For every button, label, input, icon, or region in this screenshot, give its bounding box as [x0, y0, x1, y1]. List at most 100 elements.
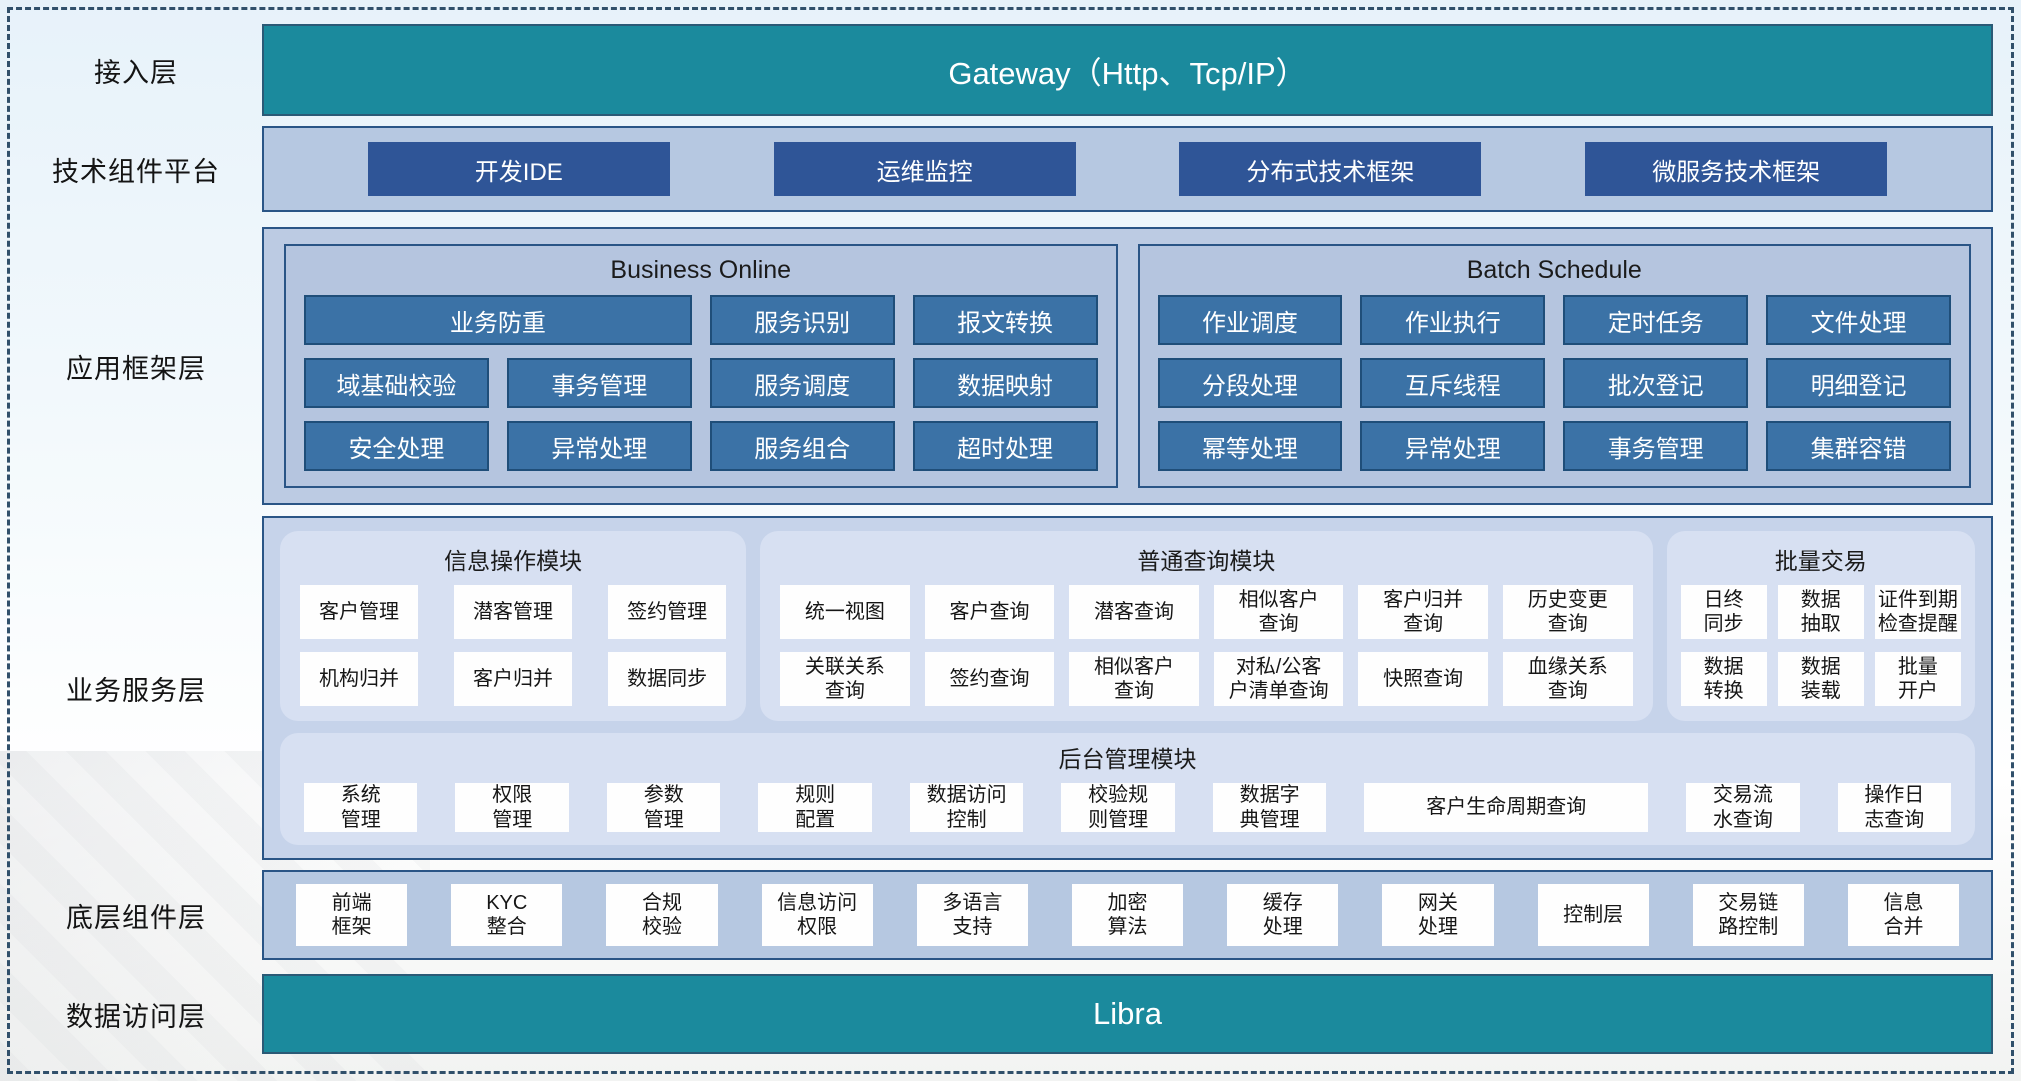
component-block: 交易链 路控制: [1692, 884, 1804, 946]
batch-schedule-grid: 作业调度 作业执行 定时任务 文件处理 分段处理 互斥线程: [1157, 295, 1951, 471]
gateway-bar: Gateway（Http、Tcp/IP）: [262, 24, 1993, 116]
framework-capability-block: 文件处理: [1766, 295, 1951, 345]
business-online-grid: 业务防重 服务识别 报文转换 域基础校验 事务管理 服务调度: [304, 295, 1098, 471]
service-block: 客户归并: [454, 652, 573, 706]
info-operation-title: 信息操作模块: [444, 548, 583, 574]
framework-capability-block: 服务识别: [709, 295, 895, 345]
framework-capability-block: 批次登记: [1563, 358, 1749, 408]
component-block: 信息访问 权限: [761, 884, 873, 946]
common-query-title: 普通查询模块: [1137, 548, 1276, 574]
batch-trade-grid: 日终 同步 数据 抽取 证件到期 检查提醒 数据 转换 数据 装载: [1680, 585, 1961, 706]
layer-row-data-access: 数据访问层 Libra: [10, 974, 1993, 1054]
component-block: 前端 框架: [296, 884, 408, 946]
admin-module: 后台管理模块 系统 管理 权限 管理 参数 管理 规则 配置: [280, 733, 1975, 845]
service-block: 快照查询: [1358, 652, 1488, 706]
tech-component-block: 分布式技术框架: [1179, 142, 1482, 196]
common-query-module: 普通查询模块 统一视图 客户查询 潜客查询 相似客户 查询: [760, 531, 1653, 721]
tech-platform-panel: 开发IDE 运维监控 分布式技术框架 微服务技术框架: [262, 126, 1993, 212]
service-block: 客户归并 查询: [1358, 585, 1488, 639]
framework-capability-block: 业务防重: [304, 295, 692, 345]
component-block: 合规 校验: [606, 884, 718, 946]
service-block: 参数 管理: [606, 783, 721, 832]
business-service-modules: 信息操作模块 客户管理 潜客管理 签约管理 机构归并: [280, 531, 1975, 721]
layer-label-access: 接入层: [94, 57, 178, 88]
service-block: 机构归并: [300, 652, 419, 706]
service-block: 校验规 则管理: [1061, 783, 1175, 832]
service-block: 数据访问 控制: [909, 783, 1024, 832]
framework-capability-block: 安全处理: [304, 421, 489, 471]
service-block: 数据 抽取: [1777, 585, 1864, 639]
service-block: 规则 配置: [758, 783, 872, 832]
service-block: 签约查询: [924, 652, 1055, 706]
component-block: 信息 合并: [1847, 884, 1960, 946]
framework-capability-block: 超时处理: [912, 421, 1098, 471]
framework-capability-block: 异常处理: [506, 421, 692, 471]
framework-capability-block: 数据映射: [912, 358, 1098, 408]
info-operation-module: 信息操作模块 客户管理 潜客管理 签约管理 机构归并: [280, 531, 747, 721]
service-block: 潜客管理: [454, 585, 573, 639]
app-framework-panel: Business Online 业务防重 服务识别 报文转换 域基础校验: [262, 227, 1993, 505]
component-block: 控制层: [1537, 884, 1649, 946]
component-block: 加密 算法: [1071, 884, 1184, 946]
service-block: 数据 转换: [1680, 652, 1767, 706]
framework-capability-block: 定时任务: [1563, 295, 1749, 345]
dashed-border-frame: 接入层 Gateway（Http、Tcp/IP） 技术组件平台 开发IDE 运维…: [7, 7, 2014, 1074]
admin-module-title: 后台管理模块: [1058, 746, 1197, 772]
framework-capability-block: 服务组合: [709, 421, 895, 471]
business-online-title: Business Online: [610, 256, 792, 284]
layer-row-tech-platform: 技术组件平台 开发IDE 运维监控 分布式技术框架 微服务技术框架: [10, 126, 1993, 212]
framework-capability-block: 事务管理: [506, 358, 692, 408]
component-block: 多语言 支持: [916, 884, 1028, 946]
framework-capability-block: 作业调度: [1157, 295, 1343, 345]
service-block: 权限 管理: [455, 783, 569, 832]
service-block: 相似客户 查询: [1213, 585, 1344, 639]
layer-label-tech-platform: 技术组件平台: [52, 156, 220, 187]
framework-capability-block: 异常处理: [1360, 421, 1546, 471]
service-block: 操作日 志查询: [1837, 783, 1952, 832]
framework-capability-block: 集群容错: [1766, 421, 1951, 471]
service-block: 统一视图: [780, 585, 910, 639]
layer-row-business-service: 业务服务层 信息操作模块 客户管理 潜客管理: [10, 516, 1993, 860]
info-operation-grid: 客户管理 潜客管理 签约管理 机构归并 客户归并: [300, 585, 727, 706]
service-block: 血缘关系 查询: [1502, 652, 1633, 706]
service-block: 对私/公客 户清单查询: [1213, 652, 1344, 706]
framework-capability-block: 事务管理: [1563, 421, 1749, 471]
component-block: KYC 整合: [451, 884, 563, 946]
service-block: 签约管理: [608, 585, 727, 639]
framework-capability-block: 幂等处理: [1157, 421, 1343, 471]
tech-component-block: 运维监控: [773, 142, 1076, 196]
layer-row-base-components: 底层组件层 前端 框架 KYC 整合 合规 校验 信息访问 权限 多语言 支持: [10, 870, 1993, 960]
framework-capability-block: 报文转换: [912, 295, 1098, 345]
service-block: 数据 装载: [1777, 652, 1864, 706]
component-block: 缓存 处理: [1227, 884, 1339, 946]
service-block: 批量 开户: [1874, 652, 1961, 706]
service-block: 客户查询: [924, 585, 1055, 639]
service-block: 日终 同步: [1680, 585, 1767, 639]
batch-schedule-panel: Batch Schedule 作业调度 作业执行 定时任务 文件处理: [1137, 244, 1971, 488]
batch-trade-module: 批量交易 日终 同步 数据 抽取 证件到期 检查提醒 数据: [1666, 531, 1975, 721]
framework-capability-block: 服务调度: [709, 358, 895, 408]
framework-capability-block: 互斥线程: [1360, 358, 1546, 408]
business-service-panel: 信息操作模块 客户管理 潜客管理 签约管理 机构归并: [262, 516, 1993, 860]
service-block: 潜客查询: [1069, 585, 1199, 639]
business-online-panel: Business Online 业务防重 服务识别 报文转换 域基础校验: [284, 244, 1118, 488]
libra-bar: Libra: [262, 974, 1993, 1054]
service-block: 数据字 典管理: [1212, 783, 1327, 832]
admin-module-grid: 系统 管理 权限 管理 参数 管理 规则 配置 数据访问 控制 校验规 则管理: [304, 783, 1952, 832]
layer-row-app-framework: 应用框架层 Business Online 业务防重 服务识别 报文转换: [10, 227, 1993, 505]
framework-capability-block: 域基础校验: [304, 358, 489, 408]
layer-label-base-components: 底层组件层: [66, 902, 206, 933]
layer-row-access: 接入层 Gateway（Http、Tcp/IP）: [10, 24, 1993, 116]
service-block: 交易流 水查询: [1686, 783, 1800, 832]
batch-schedule-title: Batch Schedule: [1466, 256, 1642, 284]
service-block: 相似客户 查询: [1069, 652, 1199, 706]
layer-label-business-service: 业务服务层: [66, 675, 206, 706]
tech-component-block: 微服务技术框架: [1585, 142, 1888, 196]
service-block: 数据同步: [608, 652, 727, 706]
service-block: 客户生命周期查询: [1364, 783, 1649, 832]
base-components-panel: 前端 框架 KYC 整合 合规 校验 信息访问 权限 多语言 支持 加密 算法 …: [262, 870, 1993, 960]
tech-component-block: 开发IDE: [367, 142, 670, 196]
service-block: 客户管理: [300, 585, 419, 639]
layer-label-app-framework: 应用框架层: [66, 353, 206, 384]
